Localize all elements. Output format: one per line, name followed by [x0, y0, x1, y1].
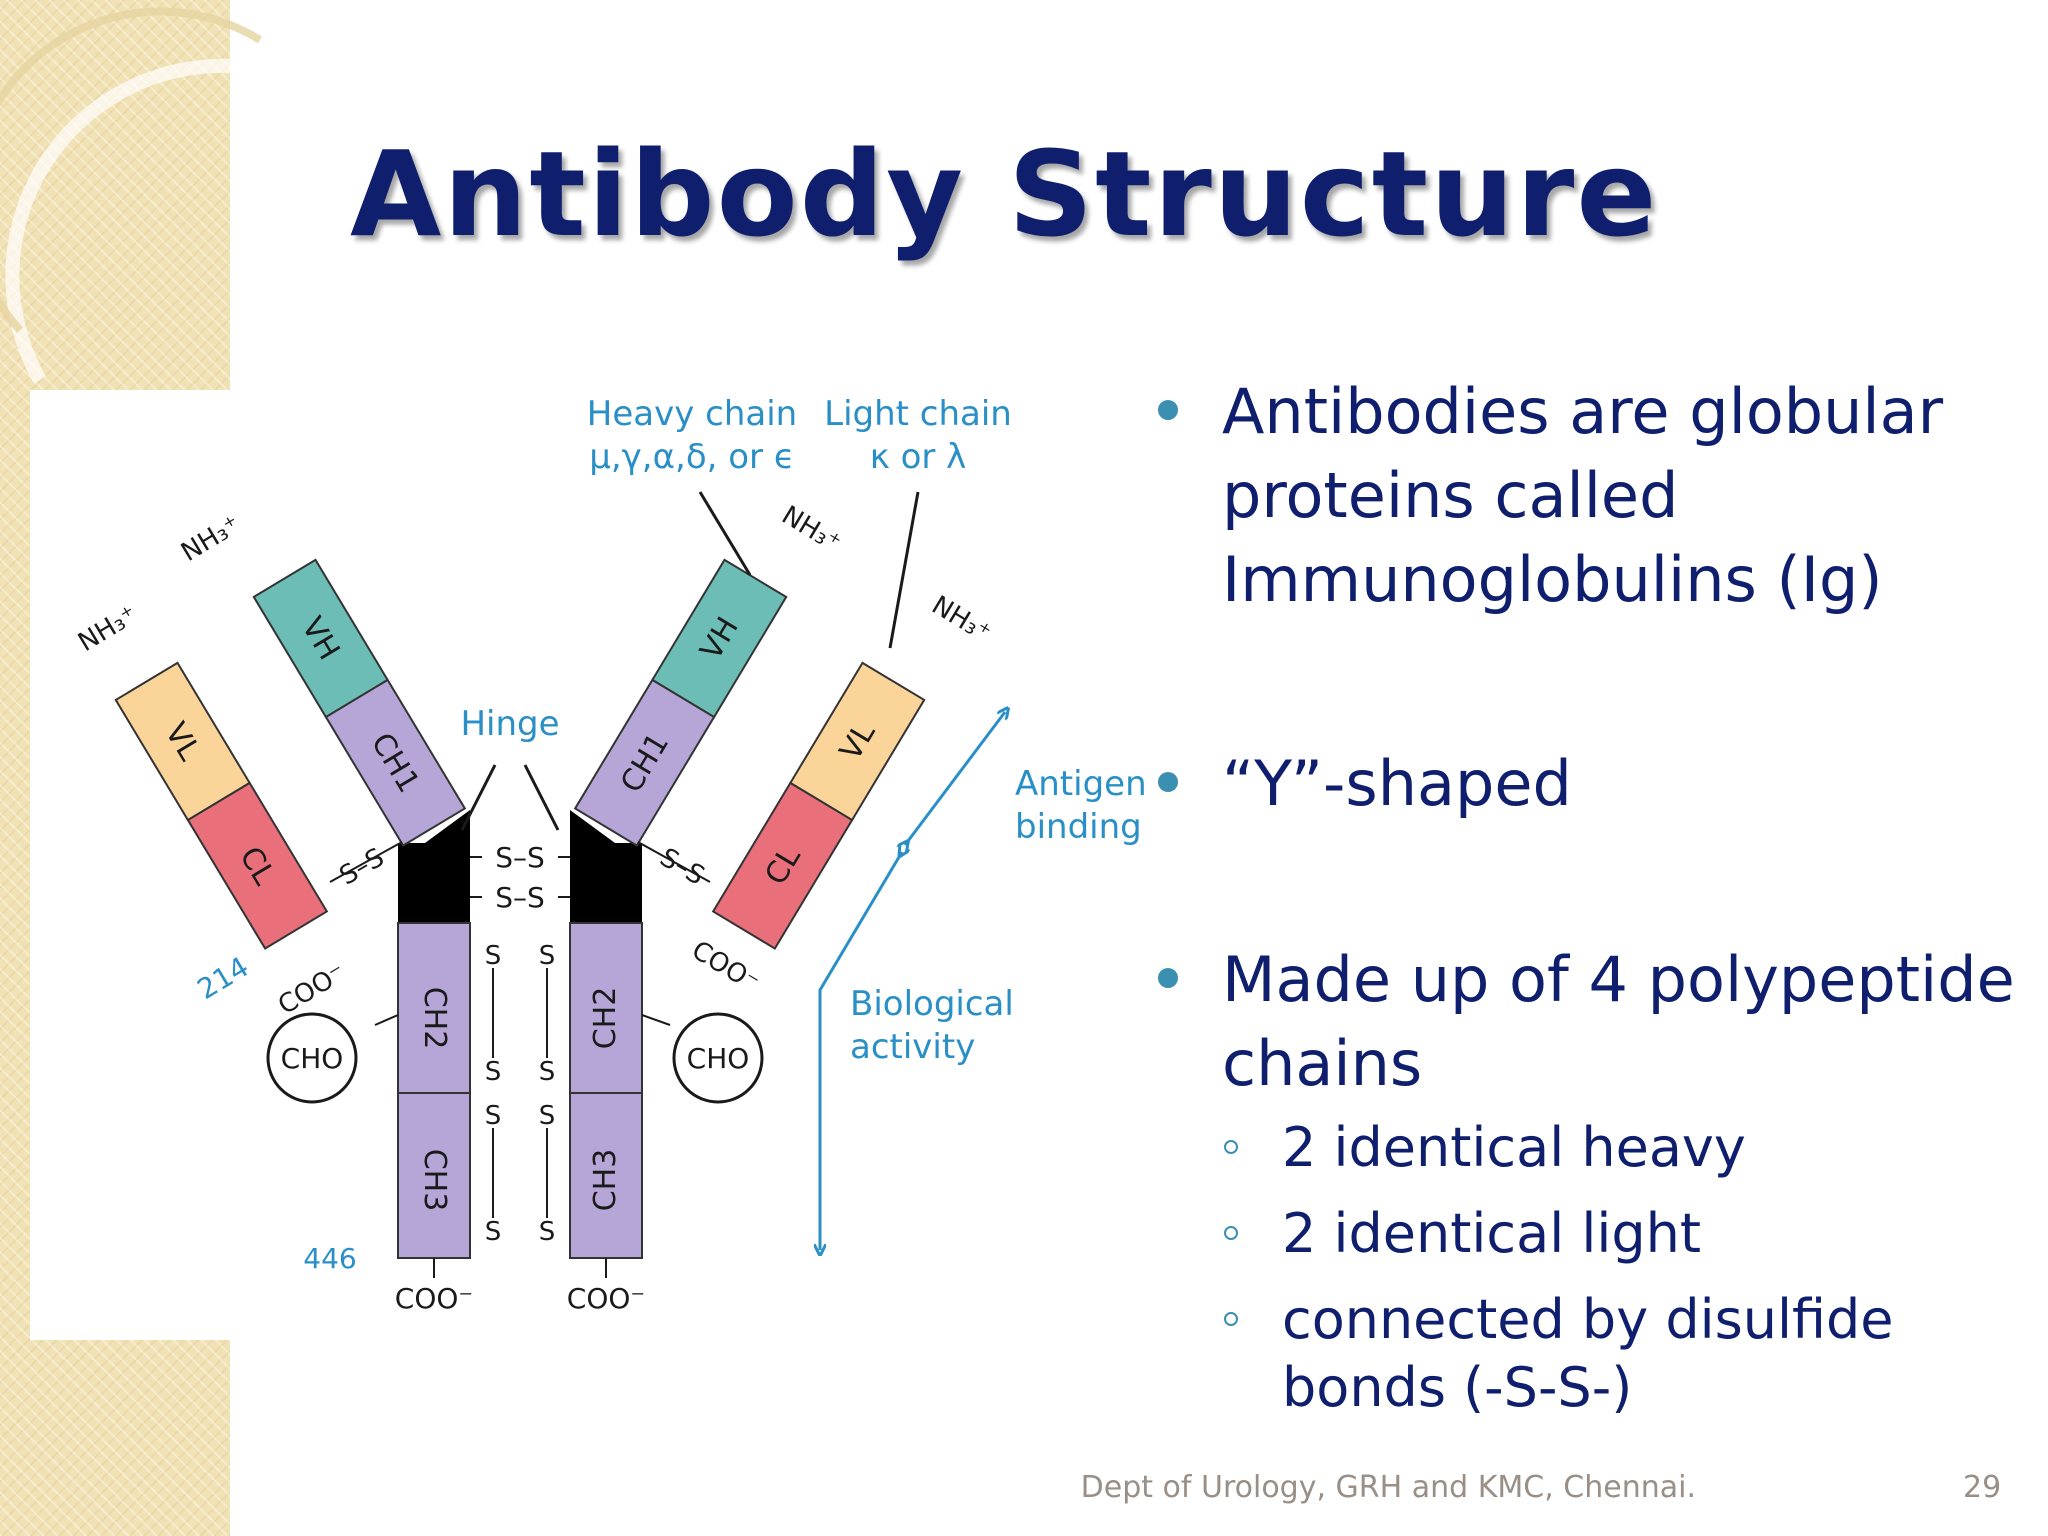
right-heavy-nh3: NH₃⁺ — [776, 500, 846, 558]
slide-footer: Dept of Urology, GRH and KMC, Chennai. — [1080, 1470, 1696, 1505]
biological-activity-annotation: Biological activity — [820, 852, 1014, 1250]
right-interchain-ss: S–S — [655, 843, 710, 892]
right-vl-domain — [789, 661, 926, 822]
hinge-annotation: Hinge — [460, 704, 560, 831]
bullet-text: Antibodies are globular proteins called … — [1222, 375, 1944, 616]
heavy-chain-types: μ,γ,α,δ, or ϵ — [589, 437, 795, 477]
left-ch2-domain — [397, 922, 471, 1094]
left-light-nh3: NH₃⁺ — [73, 600, 143, 658]
left-cho-group: CHO — [266, 1012, 399, 1104]
bullet-text: “Y”-shaped — [1222, 747, 1572, 820]
sub-bullet-item: 2 identical heavy — [1222, 1114, 2030, 1182]
biological-activity-line1: Biological — [850, 984, 1014, 1024]
right-heavy-stem: CH2 CH3 — [569, 810, 643, 1259]
slide-title: Antibody Structure — [350, 125, 1659, 263]
bullet-dot-icon — [1158, 772, 1178, 792]
light-chain-label: Light chain — [824, 394, 1012, 434]
antigen-binding-annotation: Antigen binding — [905, 712, 1147, 847]
stem-s-2: S — [539, 941, 556, 971]
light-chain-annotation: Light chain κ or λ — [824, 394, 1012, 649]
bullet-item: Antibodies are globular proteins called … — [1150, 370, 2030, 622]
residue-214-label: 214 — [192, 950, 255, 1006]
sub-bullet-text: connected by disulfide bonds (-S-S-) — [1282, 1288, 1894, 1419]
stem-s-4: S — [539, 1057, 556, 1087]
sub-bullet-item: connected by disulfide bonds (-S-S-) — [1222, 1286, 2030, 1422]
left-heavy-nh3: NH₃⁺ — [176, 510, 246, 568]
antigen-binding-line2: binding — [1015, 807, 1142, 847]
sub-bullet-item: 2 identical light — [1222, 1200, 2030, 1268]
left-ch3-label: CH3 — [417, 1149, 452, 1212]
right-ch2-domain — [569, 922, 643, 1094]
biological-activity-line2: activity — [850, 1027, 975, 1067]
right-heavy-coo: COO⁻ — [567, 1282, 645, 1315]
light-chain-types: κ or λ — [870, 437, 967, 477]
sub-bullet-ring-icon — [1224, 1226, 1238, 1240]
hinge-disulfide-bonds: S–S S–S — [470, 841, 570, 914]
left-cho-label: CHO — [281, 1042, 344, 1075]
antibody-structure-diagram: CH2 CH3 CH2 CH3 CH1 VH CH1 VH CL VL CL V… — [73, 394, 1147, 1315]
sub-bullet-list: 2 identical heavy 2 identical light conn… — [1222, 1114, 2030, 1422]
right-hinge-block — [570, 843, 642, 923]
right-ch3-label: CH3 — [588, 1149, 623, 1212]
left-heavy-coo: COO⁻ — [395, 1282, 473, 1315]
right-heavy-arm: CH1 VH — [573, 558, 788, 847]
left-vh-domain — [252, 558, 389, 719]
heavy-chain-annotation: Heavy chain μ,γ,α,δ, or ϵ — [587, 394, 797, 576]
right-vh-domain — [651, 558, 788, 719]
heavy-chain-label: Heavy chain — [587, 394, 797, 434]
right-cho-label: CHO — [687, 1042, 750, 1075]
right-light-nh3: NH₃⁺ — [926, 590, 996, 648]
left-light-coo: COO⁻ — [273, 958, 351, 1021]
antibody-diagram-panel: CH2 CH3 CH2 CH3 CH1 VH CH1 VH CL VL CL V… — [30, 390, 1150, 1340]
left-heavy-stem: CH2 CH3 — [397, 810, 471, 1259]
stem-s-3: S — [485, 1057, 502, 1087]
hinge-label: Hinge — [460, 704, 559, 744]
left-vl-domain — [114, 661, 251, 822]
left-heavy-arm: CH1 VH — [252, 558, 467, 847]
stem-s-5: S — [485, 1101, 502, 1131]
stem-s-6: S — [539, 1101, 556, 1131]
sub-bullet-text: 2 identical heavy — [1282, 1116, 1746, 1179]
bullet-item: “Y”-shaped — [1150, 742, 2030, 826]
right-light-coo: COO⁻ — [686, 935, 764, 998]
left-ch2-label: CH2 — [417, 987, 452, 1050]
stem-intrachain-bonds: S S S S S S S S — [485, 941, 556, 1247]
page-number: 29 — [1963, 1470, 2002, 1505]
bullet-list: Antibodies are globular proteins called … — [1150, 370, 2030, 1440]
bullet-dot-icon — [1158, 400, 1178, 420]
right-ch3-domain — [569, 1092, 643, 1259]
sub-bullet-ring-icon — [1224, 1140, 1238, 1154]
left-interchain-ss: S–S — [335, 843, 390, 892]
bullet-text: Made up of 4 polypeptide chains — [1222, 943, 2015, 1100]
bullet-item: Made up of 4 polypeptide chains 2 identi… — [1150, 938, 2030, 1422]
sub-bullet-text: 2 identical light — [1282, 1202, 1702, 1265]
hinge-ss-bond-1: S–S — [495, 841, 545, 874]
residue-446-label: 446 — [303, 1242, 356, 1275]
right-ch2-label: CH2 — [588, 987, 623, 1050]
hinge-ss-bond-2: S–S — [495, 881, 545, 914]
right-cho-group: CHO — [641, 1012, 764, 1104]
sub-bullet-ring-icon — [1224, 1312, 1238, 1326]
left-light-chain: CL VL — [114, 661, 329, 950]
stem-s-7: S — [485, 1217, 502, 1247]
right-light-chain: CL VL — [711, 661, 926, 950]
bullet-dot-icon — [1158, 968, 1178, 988]
stem-s-8: S — [539, 1217, 556, 1247]
antigen-binding-line1: Antigen — [1015, 764, 1147, 804]
stem-s-1: S — [485, 941, 502, 971]
left-hinge-block — [398, 843, 470, 923]
